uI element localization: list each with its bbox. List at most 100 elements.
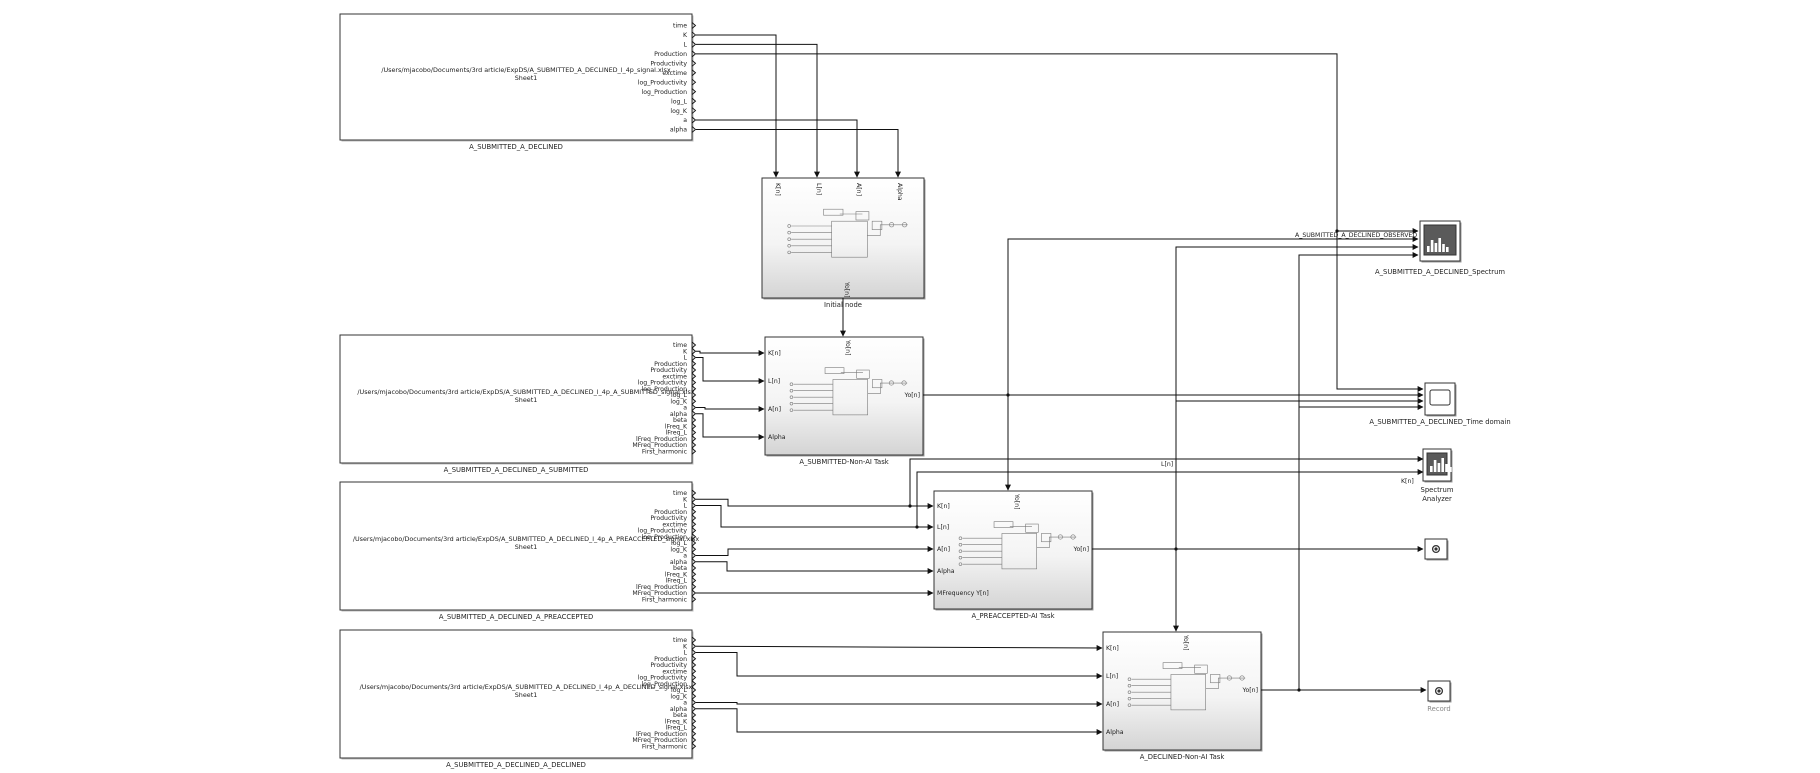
output-port-icon[interactable]: [691, 724, 697, 731]
output-port-icon[interactable]: [691, 391, 697, 399]
from-spreadsheet-block-4[interactable]: timeKLProductionProductivityexctimelog_P…: [339, 629, 697, 769]
output-port-icon[interactable]: [691, 583, 697, 591]
output-port-icon[interactable]: [691, 354, 697, 361]
output-port-icon[interactable]: [691, 410, 697, 418]
output-port-icon[interactable]: [691, 97, 697, 105]
output-port-icon[interactable]: [691, 495, 697, 503]
output-port-icon[interactable]: [691, 69, 697, 77]
output-port-icon[interactable]: [691, 502, 697, 509]
signal-line[interactable]: [696, 357, 765, 384]
output-port-icon[interactable]: [691, 742, 697, 750]
output-port-icon[interactable]: [691, 508, 697, 516]
output-port-icon[interactable]: [691, 107, 697, 114]
signal-line[interactable]: [696, 652, 1103, 679]
output-port-icon[interactable]: [691, 527, 697, 534]
output-port-icon[interactable]: [691, 22, 697, 29]
output-port-icon[interactable]: [691, 397, 697, 405]
output-port-icon[interactable]: [691, 347, 697, 355]
output-port-icon[interactable]: [691, 730, 697, 738]
output-port-icon[interactable]: [691, 372, 697, 380]
subsystem-preaccepted[interactable]: A_PREACCEPTED-AI Task: [933, 490, 1094, 620]
output-port-icon[interactable]: [691, 667, 697, 675]
output-port-icon[interactable]: [691, 520, 697, 528]
output-port-icon[interactable]: [691, 661, 697, 669]
output-port-icon[interactable]: [691, 686, 697, 694]
output-port-icon[interactable]: [691, 545, 697, 553]
output-port-icon[interactable]: [691, 711, 697, 719]
signal-line[interactable]: [696, 505, 934, 530]
output-port-icon[interactable]: [691, 435, 697, 443]
output-port-icon[interactable]: [691, 589, 697, 597]
signal-line[interactable]: [696, 406, 765, 412]
signal-line[interactable]: [696, 498, 934, 509]
output-port-icon[interactable]: [691, 595, 697, 603]
output-port-icon[interactable]: [691, 558, 697, 566]
signal-line[interactable]: [696, 561, 934, 574]
sink-spectrum1[interactable]: spectrum-analyzer-iconA_SUBMITTED_A_DECL…: [1375, 220, 1505, 276]
sink-terminator[interactable]: terminator-icon: [1424, 538, 1449, 561]
output-port-icon[interactable]: [691, 674, 697, 681]
signal-line[interactable]: [696, 546, 934, 556]
output-port-icon[interactable]: [691, 366, 697, 374]
output-port-icon[interactable]: [691, 552, 697, 559]
output-port-icon[interactable]: [691, 570, 697, 578]
output-port-icon[interactable]: [691, 533, 697, 541]
signal-line[interactable]: [909, 456, 1424, 506]
subsystem-initial[interactable]: Initial node: [761, 177, 926, 309]
output-port-icon[interactable]: [691, 116, 697, 124]
from-spreadsheet-block-1[interactable]: timeKLProductionProductivityexctimelog_P…: [339, 13, 697, 151]
output-port-icon[interactable]: [691, 385, 697, 393]
subsystem-declined[interactable]: A_DECLINED-Non-AI Task: [1102, 631, 1263, 761]
from-spreadsheet-block-2[interactable]: timeKLProductionProductivityexctimelog_P…: [339, 334, 697, 474]
signal-line[interactable]: [1007, 236, 1419, 395]
from-spreadsheet-block-3[interactable]: timeKLProductionProductivityexctimelog_P…: [339, 481, 699, 621]
signal-line[interactable]: [1298, 252, 1419, 690]
output-port-icon[interactable]: [691, 636, 697, 644]
signal-line[interactable]: [696, 708, 1103, 735]
output-port-icon[interactable]: [691, 31, 697, 39]
signal-line[interactable]: [916, 469, 1424, 527]
output-port-icon[interactable]: [691, 429, 697, 436]
output-port-icon[interactable]: [691, 88, 697, 95]
signal-line[interactable]: [696, 128, 901, 178]
signal-line[interactable]: [696, 119, 860, 178]
output-port-icon[interactable]: [691, 78, 697, 86]
subsystem-submitted[interactable]: A_SUBMITTED-Non-AI Task: [764, 336, 925, 466]
output-port-icon[interactable]: [691, 577, 697, 584]
signal-line[interactable]: [696, 701, 1103, 707]
output-port-icon[interactable]: [691, 126, 697, 133]
output-port-icon[interactable]: [691, 564, 697, 572]
signal-line[interactable]: [1175, 244, 1419, 549]
output-port-icon[interactable]: [691, 360, 697, 368]
output-port-icon[interactable]: [691, 489, 697, 497]
output-port-icon[interactable]: [691, 422, 697, 430]
output-port-icon[interactable]: [691, 642, 697, 650]
output-port-icon[interactable]: [691, 441, 697, 449]
signal-line[interactable]: [696, 413, 765, 440]
signal-line[interactable]: [696, 34, 779, 178]
output-port-icon[interactable]: [691, 379, 697, 386]
output-port-icon[interactable]: [691, 655, 697, 663]
output-port-icon[interactable]: [691, 539, 697, 547]
sink-record[interactable]: record-iconRecord: [1427, 680, 1452, 713]
output-port-icon[interactable]: [691, 514, 697, 522]
output-port-icon[interactable]: [691, 447, 697, 455]
signal-line[interactable]: [696, 350, 765, 356]
sink-spectrum2[interactable]: spectrum-analyzer-iconSpectrumAnalyzer: [1421, 448, 1454, 503]
output-port-icon[interactable]: [691, 680, 697, 688]
output-port-icon[interactable]: [691, 717, 697, 725]
output-port-icon[interactable]: [691, 736, 697, 744]
signal-line[interactable]: [696, 53, 1424, 392]
output-port-icon[interactable]: [691, 705, 697, 713]
output-port-icon[interactable]: [691, 649, 697, 656]
output-port-icon[interactable]: [691, 341, 697, 349]
output-port-icon[interactable]: [691, 59, 697, 67]
signal-line[interactable]: [695, 644, 1103, 651]
signal-line[interactable]: [696, 43, 820, 178]
output-port-icon[interactable]: [691, 692, 697, 700]
output-port-icon[interactable]: [691, 699, 697, 706]
output-port-icon[interactable]: [691, 404, 697, 411]
output-port-icon[interactable]: [691, 416, 697, 424]
sink-timedomain[interactable]: scope-iconA_SUBMITTED_A_DECLINED_Time do…: [1369, 382, 1511, 426]
output-port-icon[interactable]: [691, 41, 697, 48]
